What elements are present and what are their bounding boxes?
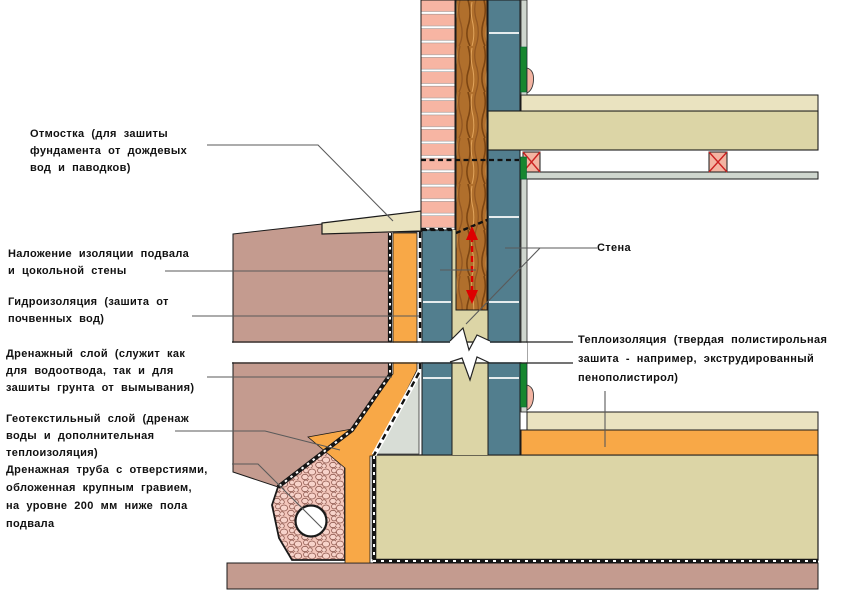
waterproofing-membrane [371,456,818,564]
drain-pipe [294,504,328,538]
label-teploizolyaciya: Теплоизоляция (твердая полистирольная за… [578,334,828,384]
gravel-bed [271,428,352,561]
leader-drenazhnaya-truba [232,463,323,529]
leader-geotextil [175,430,341,451]
label-nalozhenie: Наложение изоляции подвала и цокольной с… [8,248,190,277]
geotextile-line [276,233,393,489]
label-otmostka: Отмостка (для зашиты фундамента от дожде… [30,128,188,174]
overlap-arrow [466,226,478,304]
dpc-dashed-lines [421,158,519,235]
label-drenazhnaya-truba: Дренажная труба с отверстиями, обложенна… [6,464,208,530]
basement-floor-insulation [520,429,819,456]
ceiling-strip [520,171,819,180]
upper-floor-board [520,94,819,112]
label-geotextil: Геотекстильный слой (дренаж воды и допол… [6,413,189,459]
upper-floor-slab [487,110,819,151]
wall-wood-core [455,0,488,311]
plinth-wedge [526,67,534,411]
wall-brick-facade [420,0,456,231]
label-stena: Стена [597,242,631,254]
leader-nalozhenie [165,269,476,272]
leader-otmostka [207,144,394,222]
wall-waterproofing-dashed [371,232,423,457]
soil-bottom-strip [226,562,819,590]
foundation-slab [372,454,819,561]
blind-area-board [321,210,422,235]
leader-stena [465,247,597,325]
label-drenazhny-sloy: Дренажный слой (служит как для водоотвод… [6,348,195,394]
basement-floor-board [526,411,819,431]
floor-batten [708,151,728,173]
label-gidroizolyaciya: Гидроизоляция (зашита от почвенных вод) [8,296,169,325]
break-band [232,326,573,382]
wall-insulation-right [487,0,521,456]
foundation-wall [452,310,488,455]
